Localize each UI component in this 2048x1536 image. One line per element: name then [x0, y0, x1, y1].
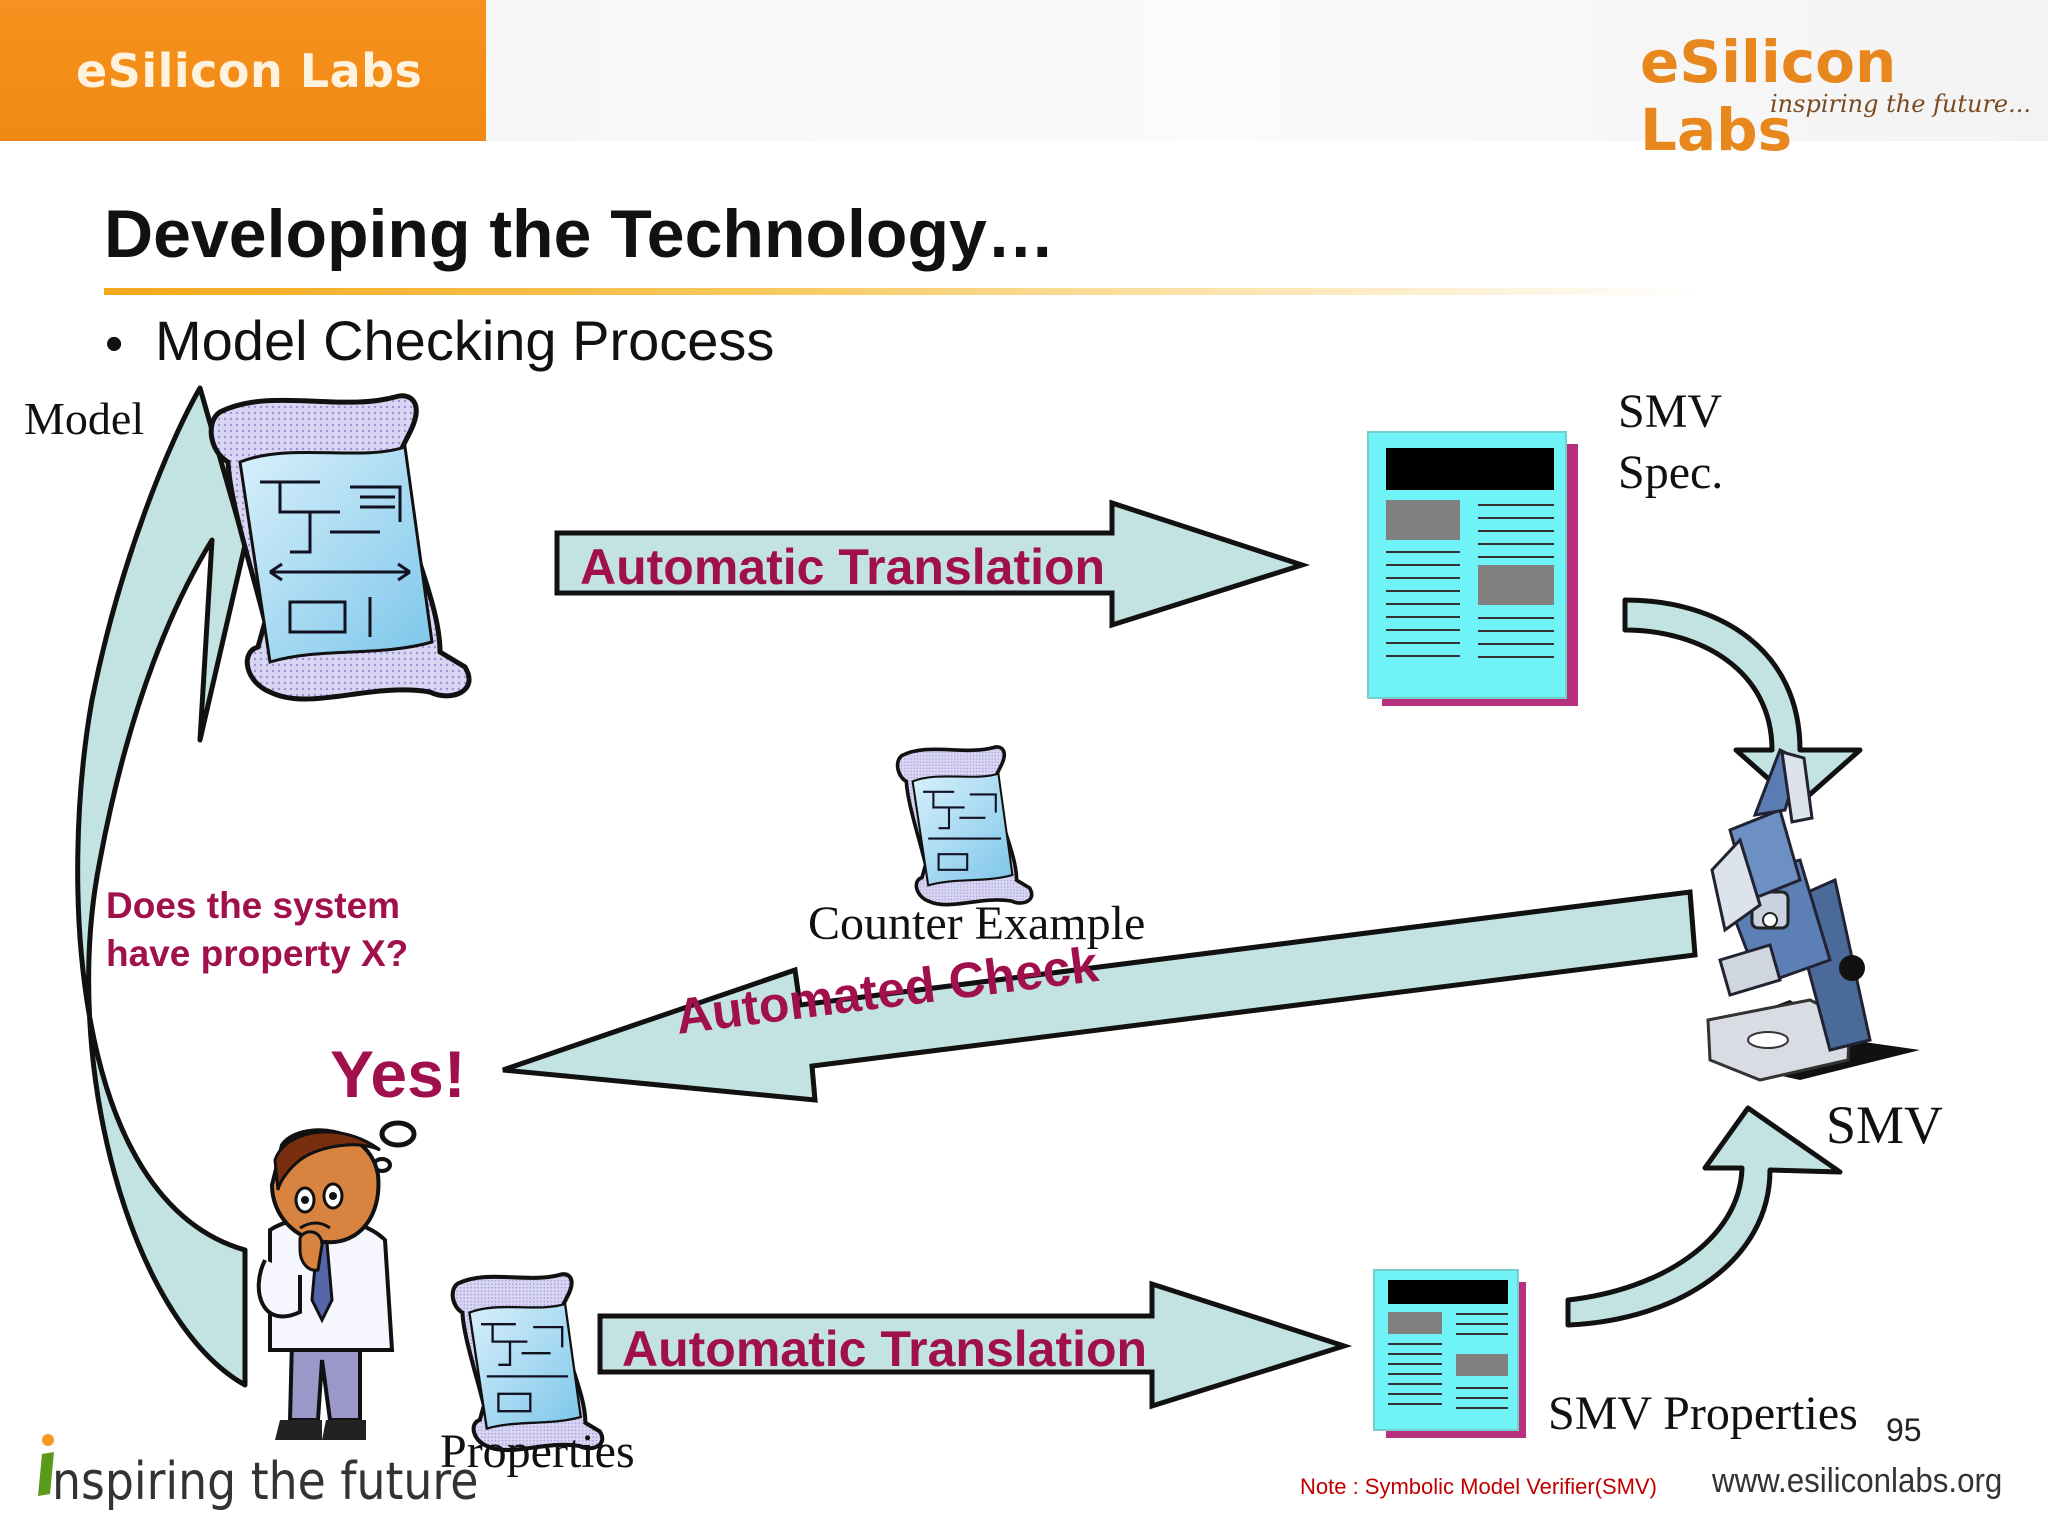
question-line-1: Does the system — [106, 885, 401, 926]
header-brand-text: eSilicon Labs — [76, 44, 423, 98]
answer-yes: Yes! — [330, 1037, 466, 1111]
top-translation-label: Automatic Translation — [580, 539, 1106, 595]
spec-to-smv-curve-arrow — [1622, 597, 1863, 808]
bullet-text: Model Checking Process — [155, 309, 775, 372]
question-text: Does the system have property X? — [106, 882, 408, 978]
top-translation-arrow — [554, 499, 1311, 629]
properties-to-smv-curve-arrow — [1565, 1105, 1843, 1328]
counter-example-label: Counter Example — [808, 897, 1146, 950]
smv-spec-label-line2: Spec. — [1618, 446, 1724, 499]
smv-spec-document-icon — [1367, 431, 1578, 706]
logo-tagline: inspiring the future... — [1770, 90, 2032, 118]
feedback-curve-arrow — [75, 385, 248, 1388]
smv-spec-label-line1: SMV — [1618, 385, 1723, 438]
properties-label: Properties — [440, 1425, 635, 1478]
header-orange-block — [0, 0, 486, 141]
smv-properties-label: SMV Properties — [1548, 1387, 1858, 1440]
automated-check-arrow — [502, 889, 1698, 1103]
microscope-icon — [1706, 747, 1920, 1082]
website-link[interactable]: www.esiliconlabs.org — [1712, 1462, 2003, 1500]
inspiring-i-icon — [38, 1434, 54, 1496]
thinking-person-icon — [256, 1120, 417, 1440]
footer-tagline: nspiring the future — [52, 1452, 479, 1512]
slide-title: Developing the Technology… — [104, 196, 1055, 272]
company-logo: eSilicon Labs — [1640, 28, 1897, 164]
model-label: Model — [24, 393, 145, 444]
title-underline — [104, 288, 1704, 295]
properties-scroll-icon — [450, 1272, 605, 1453]
smv-label: SMV — [1826, 1095, 1944, 1155]
bottom-translation-arrow — [597, 1280, 1353, 1410]
page-number: 95 — [1886, 1412, 1922, 1448]
smv-properties-document-icon — [1373, 1269, 1526, 1438]
bottom-translation-label: Automatic Translation — [622, 1321, 1148, 1377]
footnote: Note : Symbolic Model Verifier(SMV) — [1300, 1474, 1657, 1499]
bullet-icon: • — [105, 315, 124, 373]
question-line-2: have property X? — [106, 933, 409, 974]
model-scroll-icon — [208, 393, 472, 702]
counter-example-scroll-icon — [895, 745, 1034, 907]
